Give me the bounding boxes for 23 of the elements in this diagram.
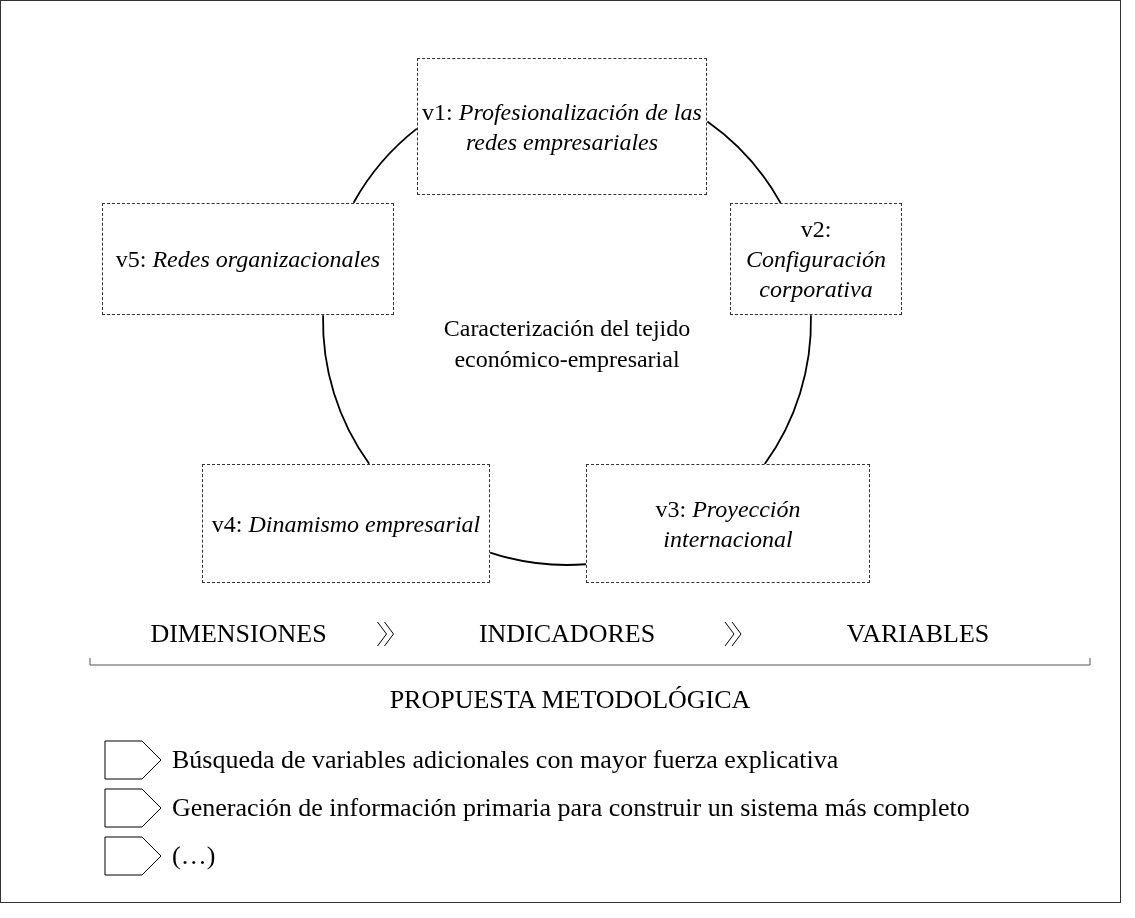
variable-box bbox=[586, 464, 870, 583]
stage-label: DIMENSIONES bbox=[150, 618, 327, 650]
variable-box bbox=[202, 464, 490, 583]
circle-arc bbox=[763, 314, 812, 465]
variable-text: v5: Redes organizacionales bbox=[115, 245, 381, 274]
bullet-text: Búsqueda de variables adicionales con mayor fuerza explicativa bbox=[172, 744, 839, 776]
section-heading: PROPUESTA METODOLÓGICA bbox=[388, 684, 752, 716]
bullet-text: Generación de información primaria para construir un sistema más completo bbox=[172, 792, 970, 824]
stage-label: VARIABLES bbox=[846, 618, 990, 650]
circle-arc bbox=[489, 551, 587, 566]
circle-arc bbox=[706, 120, 782, 204]
variable-box bbox=[417, 58, 707, 195]
variable-box bbox=[102, 203, 394, 315]
circle-arc bbox=[322, 314, 371, 465]
variable-text: v1: Profesionalización de las redes empresariales bbox=[422, 97, 702, 157]
bullet-text: (…) bbox=[172, 840, 216, 872]
stage-label: INDICADORES bbox=[478, 618, 656, 650]
variable-text: v4: Dinamismo empresarial bbox=[211, 509, 481, 539]
center-label: Caracterización del tejido económico-empresarial bbox=[442, 314, 692, 374]
variable-text: v2: Configuración corporativa bbox=[745, 215, 887, 304]
variable-box bbox=[730, 203, 902, 315]
circle-arc bbox=[352, 127, 418, 204]
variable-text: v3: Proyección internacional bbox=[654, 494, 802, 554]
